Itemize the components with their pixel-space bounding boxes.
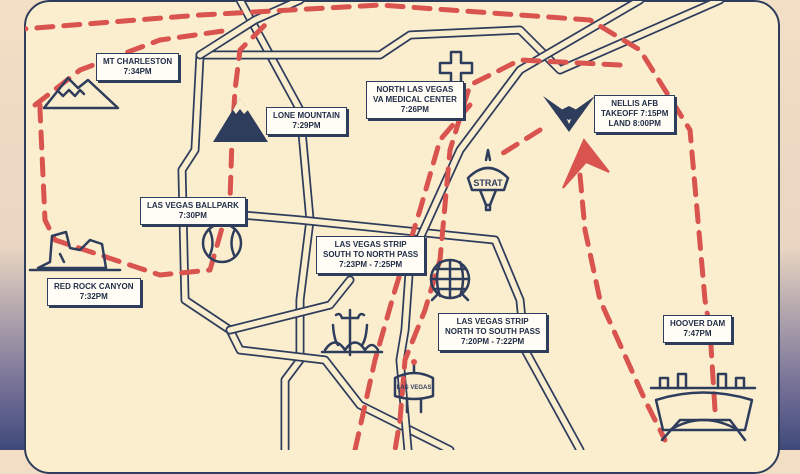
canyon-icon [28, 230, 122, 272]
strip-s-n-name-2: SOUTH TO NORTH PASS [323, 250, 419, 259]
stratosphere-label: STRAT [473, 178, 503, 188]
nellis-afb-takeoff: TAKEOFF 7:15PM [601, 109, 669, 118]
strip-s-n-name-1: LAS VEGAS STRIP [334, 240, 407, 249]
label-strip-north-south: LAS VEGAS STRIP NORTH TO SOUTH PASS 7:20… [438, 313, 548, 351]
lone-mountain-time: 7:29PM [292, 121, 321, 130]
mt-charleston-name: MT CHARLESTON [103, 57, 173, 66]
strip-s-n-time: 7:23PM - 7:25PM [339, 260, 403, 269]
red-rock-name: RED ROCK CANYON [54, 282, 134, 291]
sphere-icon [429, 258, 471, 302]
strip-n-s-time: 7:20PM - 7:22PM [461, 337, 525, 346]
north-lv-va-time: 7:26PM [400, 105, 429, 114]
lone-mountain-icon [213, 98, 268, 142]
mt-charleston-time: 7:34PM [123, 67, 152, 76]
lv-ballpark-time: 7:30PM [178, 211, 207, 220]
strip-n-s-name-2: NORTH TO SOUTH PASS [445, 327, 541, 336]
fountain-icon [320, 308, 384, 357]
mountain-icon [42, 76, 120, 110]
air-force-icon [543, 96, 595, 132]
lv-ballpark-name: LAS VEGAS BALLPARK [147, 201, 239, 210]
label-lone-mountain: LONE MOUNTAIN 7:29PM [266, 107, 347, 135]
welcome-sign-icon: LAS VEGAS [393, 359, 435, 414]
red-rock-time: 7:32PM [79, 292, 108, 301]
label-hoover-dam: HOOVER DAM 7:47PM [663, 315, 733, 343]
strip-n-s-name-1: LAS VEGAS STRIP [456, 317, 529, 326]
label-strip-south-north: LAS VEGAS STRIP SOUTH TO NORTH PASS 7:23… [316, 236, 426, 274]
label-nellis-afb: NELLIS AFB TAKEOFF 7:15PM LAND 8:00PM [594, 95, 676, 133]
north-lv-va-name-2: VA MEDICAL CENTER [373, 95, 457, 104]
nellis-afb-name: NELLIS AFB [611, 99, 659, 108]
medical-cross-icon [438, 50, 474, 86]
hoover-dam-name: HOOVER DAM [670, 319, 726, 328]
label-north-lv-va: NORTH LAS VEGAS VA MEDICAL CENTER 7:26PM [366, 81, 464, 119]
welcome-sign-label: LAS VEGAS [397, 385, 432, 391]
hoover-dam-time: 7:47PM [683, 329, 712, 338]
direction-arrow-icon [562, 138, 610, 189]
lone-mountain-name: LONE MOUNTAIN [273, 111, 340, 120]
nellis-afb-land: LAND 8:00PM [608, 119, 661, 128]
label-lv-ballpark: LAS VEGAS BALLPARK 7:30PM [140, 197, 246, 225]
hoover-dam-icon [649, 372, 757, 442]
stratosphere-icon: STRAT [466, 148, 510, 212]
label-mt-charleston: MT CHARLESTON 7:34PM [96, 53, 180, 81]
north-lv-va-name-1: NORTH LAS VEGAS [376, 85, 454, 94]
label-red-rock: RED ROCK CANYON 7:32PM [47, 278, 141, 306]
